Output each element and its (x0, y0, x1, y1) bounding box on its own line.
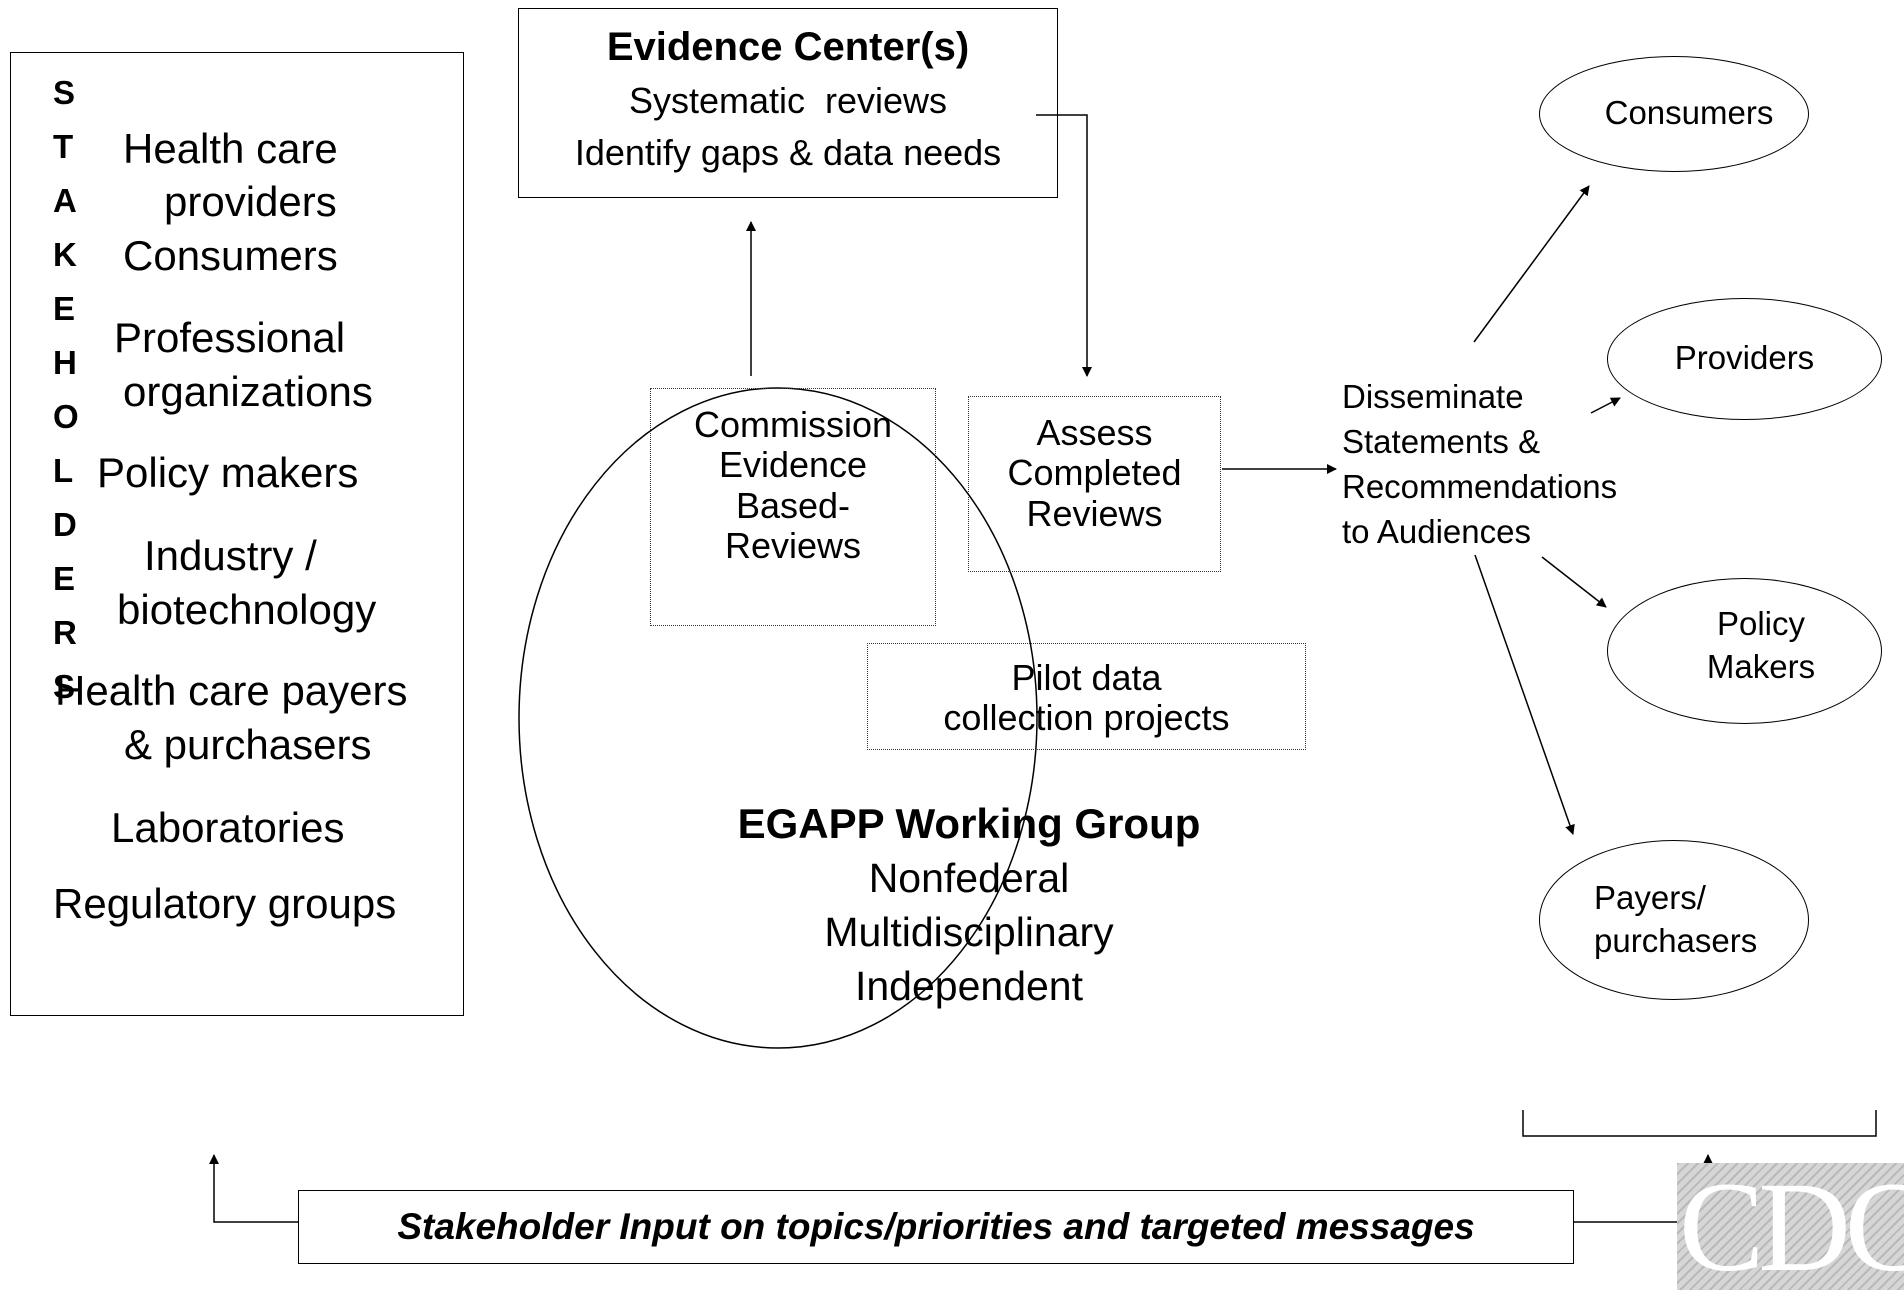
evidence-center-line: Identify gaps & data needs (574, 132, 1002, 173)
arrow-evidence-to-assess (1036, 114, 1092, 377)
arrow-to-consumers (1473, 185, 1590, 343)
pilot-line: Pilot data (1011, 657, 1162, 698)
payers-ellipse (1539, 840, 1809, 1000)
stakeholders-box: S T A K E H O L D E R S Health care prov… (10, 52, 464, 1016)
stakeholder-input-text: Stakeholder Input on topics/priorities a… (397, 1206, 1475, 1247)
policy-makers-ellipse (1607, 578, 1882, 724)
stakeholder-item: Regulatory groups (53, 880, 397, 927)
disseminate-text: Disseminate Statements & Recommendations… (1342, 375, 1617, 555)
stakeholder-item: Consumers (123, 232, 338, 279)
commission-reviews-box: Commission Evidence Based- Reviews (650, 388, 936, 626)
commission-line: Reviews (724, 524, 862, 566)
pilot-line: collection projects (943, 697, 1230, 739)
working-group-text: EGAPP Working Group Nonfederal Multidisc… (619, 798, 1319, 1013)
arrow-to-policy-makers (1541, 556, 1607, 608)
assess-reviews-box: Assess Completed Reviews (968, 396, 1221, 572)
stakeholder-item: Professional (114, 314, 346, 361)
stakeholders-letter: A (53, 182, 77, 219)
stakeholder-item: & purchasers (124, 721, 372, 768)
disseminate-line: Recommendations (1342, 467, 1618, 505)
stakeholders-letter: L (53, 452, 74, 489)
working-group-attribute: Independent (854, 962, 1083, 1009)
disseminate-line: Disseminate (1342, 378, 1524, 415)
working-group-attribute: Nonfederal (868, 854, 1070, 901)
providers-label: Providers (1607, 337, 1882, 380)
commission-line: Commission (693, 404, 893, 445)
stakeholder-item: Health care payers (55, 667, 408, 714)
evidence-center-line: Systematic reviews (628, 80, 948, 121)
stakeholders-letter: O (53, 398, 79, 435)
payers-label: Payers/ purchasers (1594, 877, 1757, 963)
pilot-projects-box: Pilot data collection projects (867, 643, 1306, 750)
cdc-logo-text: CDC (1679, 1163, 1904, 1290)
stakeholders-letter: E (53, 560, 76, 597)
stakeholders-letter: E (53, 290, 76, 327)
stakeholder-item: Industry / (144, 532, 317, 579)
stakeholders-letter: T (53, 128, 74, 165)
working-group-attribute: Multidisciplinary (824, 908, 1114, 955)
stakeholder-item: Policy makers (97, 449, 359, 496)
providers-ellipse (1607, 298, 1882, 420)
disseminate-line: Statements & (1342, 422, 1541, 460)
stakeholders-letter: D (53, 506, 77, 543)
stakeholders-letter: S (53, 74, 76, 111)
stakeholder-item: providers (164, 178, 337, 225)
commission-line: Evidence (718, 444, 868, 486)
arrow-to-providers (1590, 397, 1621, 414)
assess-line: Reviews (1026, 492, 1163, 534)
audiences-bracket (1522, 1110, 1877, 1137)
consumers-ellipse (1539, 56, 1809, 172)
consumers-label-line: Consumers (1604, 94, 1774, 131)
stakeholder-input-box: Stakeholder Input on topics/priorities a… (298, 1190, 1574, 1264)
stakeholders-letter: H (53, 344, 77, 381)
policy-makers-label-line: Policy (1716, 605, 1806, 642)
evidence-center-box: Evidence Center(s) Systematic reviews Id… (518, 8, 1058, 198)
evidence-center-title: Evidence Center(s) (606, 25, 970, 69)
stakeholder-item: biotechnology (117, 586, 377, 633)
stakeholders-letter: R (53, 614, 77, 651)
stakeholders-letter: S (53, 668, 76, 705)
cdc-logo: CDC (1677, 1163, 1904, 1290)
providers-label-line: Providers (1674, 339, 1815, 376)
policy-makers-label: Policy Makers (1636, 603, 1886, 689)
arrow-input-to-stakeholders (209, 1154, 298, 1223)
payers-label-line: Payers/ (1594, 879, 1706, 916)
stakeholder-item: organizations (123, 368, 373, 415)
consumers-label: Consumers (1539, 92, 1839, 135)
assess-line: Completed (1007, 452, 1182, 494)
policy-makers-label-line: Makers (1706, 647, 1816, 685)
disseminate-line: to Audiences (1342, 512, 1531, 550)
assess-line: Assess (1036, 412, 1153, 453)
stakeholder-item: Laboratories (111, 804, 345, 851)
stakeholders-letter: K (53, 236, 77, 273)
working-group-title: EGAPP Working Group (737, 800, 1201, 847)
stakeholder-item: Health care (123, 125, 338, 172)
payers-label-line: purchasers (1594, 921, 1758, 959)
arrow-to-payers (1474, 554, 1575, 835)
commission-line: Based- (735, 484, 851, 526)
